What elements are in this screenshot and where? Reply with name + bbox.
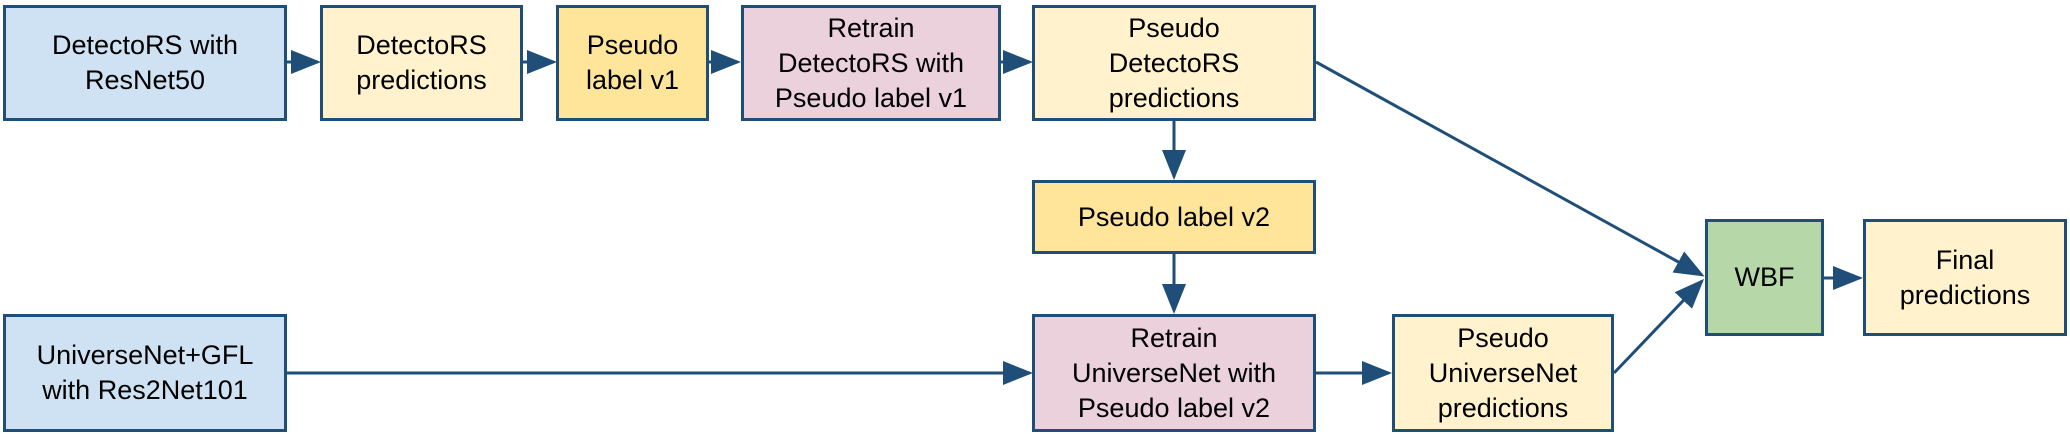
- arrow-pseudo-universenet-to-wbf: [1612, 278, 1705, 375]
- pseudo-label-v1-node: Pseudo label v1: [556, 5, 709, 121]
- universenet-gfl-label: UniverseNet+GFL with Res2Net101: [36, 340, 254, 405]
- final-predictions-node: Final predictions: [1863, 219, 2067, 336]
- retrain-detectors-label: Retrain DetectoRS with Pseudo label v1: [774, 12, 968, 113]
- pseudo-detectors-predictions-node: Pseudo DetectoRS predictions: [1032, 5, 1316, 121]
- pseudo-label-v2-label: Pseudo label v2: [1077, 201, 1271, 232]
- wbf-label: WBF: [1734, 262, 1795, 292]
- pseudo-universenet-predictions-label: Pseudo UniverseNet predictions: [1428, 322, 1578, 423]
- detectors-predictions-node: DetectoRS predictions: [320, 5, 523, 121]
- arrow-pseudo-detectors-to-wbf: [1315, 60, 1705, 277]
- retrain-universenet-node: Retrain UniverseNet with Pseudo label v2: [1032, 314, 1316, 432]
- pseudo-universenet-predictions-node: Pseudo UniverseNet predictions: [1392, 314, 1614, 432]
- retrain-detectors-node: Retrain DetectoRS with Pseudo label v1: [741, 5, 1001, 121]
- detectors-resnet50-node: DetectoRS with ResNet50: [3, 5, 287, 121]
- wbf-node: WBF: [1705, 219, 1824, 336]
- detectors-predictions-label: DetectoRS predictions: [356, 30, 487, 95]
- detectors-resnet50-label: DetectoRS with ResNet50: [51, 30, 239, 95]
- final-predictions-label: Final predictions: [1899, 244, 2031, 310]
- pseudo-label-v2-node: Pseudo label v2: [1032, 180, 1316, 254]
- pseudo-detectors-predictions-label: Pseudo DetectoRS predictions: [1108, 12, 1240, 113]
- pseudo-label-v1-label: Pseudo label v1: [585, 30, 680, 95]
- retrain-universenet-label: Retrain UniverseNet with Pseudo label v2: [1071, 322, 1277, 423]
- universenet-gfl-node: UniverseNet+GFL with Res2Net101: [3, 314, 287, 432]
